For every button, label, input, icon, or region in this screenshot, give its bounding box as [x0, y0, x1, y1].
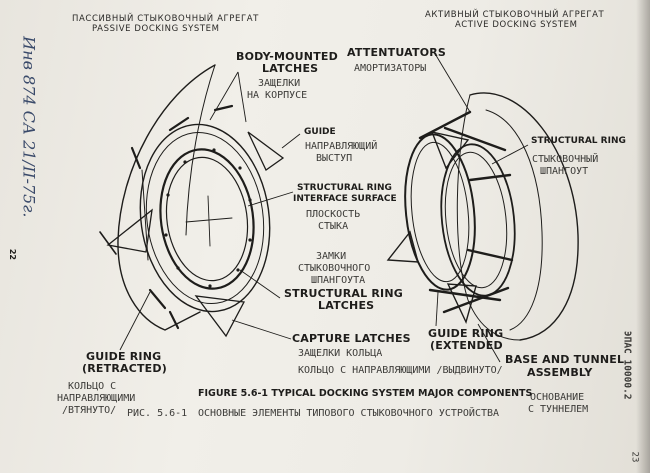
- label-base-tunnel-1: BASE AND TUNNEL: [505, 353, 625, 366]
- label-guide-ring-retracted-ru-3: /ВТЯНУТО/: [62, 405, 117, 416]
- active-header-en: ACTIVE DOCKING SYSTEM: [455, 20, 578, 30]
- label-attenuators-ru: АМОРТИЗАТОРЫ: [354, 63, 427, 74]
- label-guide-ring-extended-ru: КОЛЬЦО С НАПРАВЛЯЮЩИМИ /ВЫДВИНУТО/: [298, 365, 503, 376]
- label-guide-ring-retracted-1: GUIDE RING: [86, 350, 162, 363]
- active-guide-ring: [404, 133, 476, 291]
- active-header-ru: АКТИВНЫЙ СТЫКОВОЧНЫЙ АГРЕГАТ: [425, 10, 605, 20]
- label-guide-ring-retracted-ru-1: КОЛЬЦО С: [68, 381, 117, 392]
- label-guide-ru-2: ВЫСТУП: [316, 153, 353, 164]
- active-structural-ring: [440, 143, 516, 297]
- label-guide-ring-extended-1: GUIDE RING: [428, 327, 504, 340]
- passive-structural-ring: [159, 148, 255, 290]
- label-sr-latches-ru-2: СТЫКОВОЧНОГО: [298, 263, 371, 274]
- label-structural-ring: STRUCTURAL RING: [531, 136, 626, 146]
- label-body-latches-2: LATCHES: [262, 62, 319, 75]
- label-base-tunnel-ru-1: ОСНОВАНИЕ: [530, 392, 585, 403]
- label-base-tunnel-2: ASSEMBLY: [527, 366, 593, 379]
- page-number-right: 23: [629, 451, 640, 463]
- label-base-tunnel-ru-2: С ТУННЕЛЕМ: [528, 404, 589, 415]
- label-structural-ring-ru-1: СТЫКОВОЧНЫЙ: [532, 154, 599, 165]
- label-body-latches-1: BODY-MOUNTED: [236, 50, 338, 63]
- passive-guide-petal-right: [247, 131, 285, 171]
- passive-header-ru: ПАССИВНЫЙ СТЫКОВОЧНЫЙ АГРЕГАТ: [72, 14, 259, 24]
- label-guide: GUIDE: [304, 127, 336, 137]
- label-sr-latches-ru-1: ЗАМКИ: [316, 251, 347, 262]
- label-sr-interface-2: INTERFACE SURFACE: [293, 194, 397, 204]
- label-sr-latches-2: LATCHES: [318, 299, 375, 312]
- passive-base-shell: [117, 64, 216, 331]
- label-body-latches-ru-2: НА КОРПУСЕ: [247, 90, 308, 101]
- label-guide-ring-retracted-2: (RETRACTED): [82, 362, 167, 375]
- label-guide-ring-retracted-ru-2: НАПРАВЛЯЮЩИМИ: [57, 393, 136, 404]
- figure-caption-en: FIGURE 5.6-1 TYPICAL DOCKING SYSTEM MAJO…: [198, 388, 533, 399]
- active-guide-petal-bottom: [446, 283, 477, 324]
- handwritten-inventory-note: Инв 874 СА 21/II-75г.: [19, 36, 39, 218]
- document-id: ЭПАС 10000.2: [621, 330, 633, 400]
- label-guide-ru-1: НАПРАВЛЯЮЩИЙ: [305, 141, 378, 152]
- passive-header-en: PASSIVE DOCKING SYSTEM: [92, 24, 220, 34]
- active-guide-petal-left: [386, 230, 419, 263]
- label-sr-interface-1: STRUCTURAL RING: [297, 183, 392, 193]
- figure-caption-ru: ОСНОВНЫЕ ЭЛЕМЕНТЫ ТИПОВОГО СТЫКОВОЧНОГО …: [198, 408, 500, 419]
- label-attenuators: ATTENTUATORS: [347, 46, 447, 59]
- label-sr-latches-ru-3: ШПАНГОУТА: [311, 275, 366, 286]
- page-number-left: 22: [7, 248, 17, 260]
- active-base-shell: [469, 92, 579, 341]
- active-guide-petal-top: [430, 131, 470, 170]
- label-sr-interface-ru-2: СТЫКА: [318, 221, 349, 232]
- label-body-latches-ru-1: ЗАЩЕЛКИ: [258, 78, 301, 89]
- label-sr-interface-ru-1: ПЛОСКОСТЬ: [306, 209, 361, 220]
- label-capture-latches-ru: ЗАЩЕЛКИ КОЛЬЦА: [298, 348, 383, 359]
- label-capture-latches: CAPTURE LATCHES: [292, 332, 411, 345]
- label-structural-ring-ru-2: ШПАНГОУТ: [540, 166, 589, 177]
- passive-guide-petal-left: [106, 208, 153, 253]
- passive-outer-flange: [139, 123, 271, 313]
- passive-guide-petal-bottom: [194, 295, 246, 338]
- label-guide-ring-extended-2: (EXTENDED: [430, 339, 503, 352]
- figure-caption-ru-prefix: РИС. 5.6-1: [127, 408, 188, 419]
- label-sr-latches-1: STRUCTURAL RING: [284, 287, 403, 300]
